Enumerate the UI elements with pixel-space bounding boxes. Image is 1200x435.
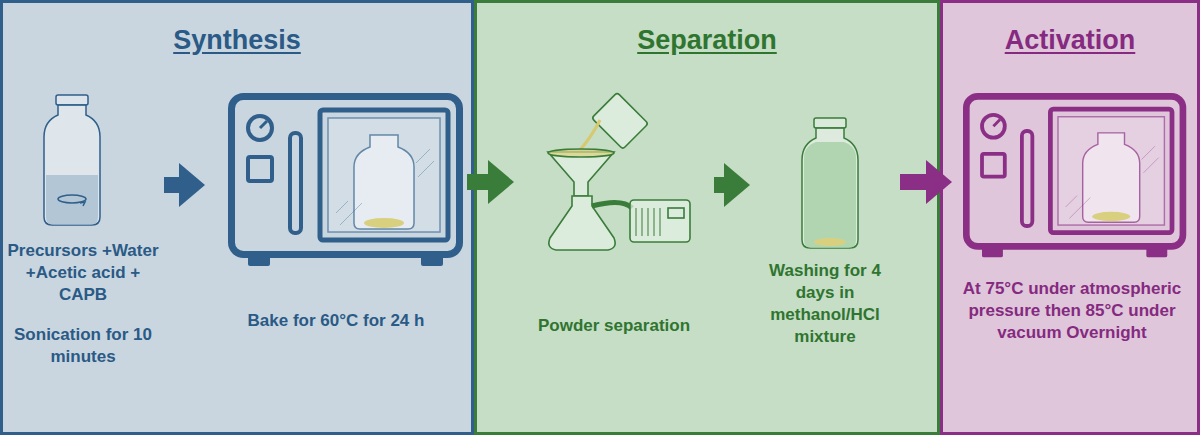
- step-caption: Precursors +Water +Acetic acid + CAPB: [2, 240, 164, 306]
- step-caption: Powder separation: [514, 315, 714, 337]
- flow-arrow: [714, 163, 750, 207]
- flow-arrow: [467, 160, 514, 204]
- step-caption: At 75°C under atmospheric pressure then …: [952, 278, 1192, 344]
- step-group: Washing for 4 days in methanol/HCl mixtu…: [750, 110, 900, 380]
- panel-heading: Synthesis: [173, 24, 301, 56]
- stage-panel: SynthesisPrecursors +Water +Acetic acid …: [0, 0, 474, 435]
- step-group: Bake for 60°C for 24 h: [205, 80, 467, 380]
- stage-panel: Activation At 75°C under atmospheric pres…: [940, 0, 1200, 435]
- flow-arrow: [164, 163, 205, 207]
- step-group: Precursors +Water +Acetic acid + CAPB Son…: [2, 80, 164, 380]
- step-group: At 75°C under atmospheric pressure then …: [952, 80, 1192, 410]
- step-caption: Sonication for 10 minutes: [2, 324, 164, 368]
- step-group: Powder separation: [514, 90, 714, 380]
- step-caption: Washing for 4 days in methanol/HCl mixtu…: [750, 260, 900, 348]
- panel-heading: Separation: [637, 24, 777, 56]
- panel-heading: Activation: [1005, 24, 1136, 56]
- stage-panel: SeparationPowder separation Washing for 4…: [474, 0, 940, 435]
- flow-arrow: [900, 160, 952, 204]
- step-caption: Bake for 60°C for 24 h: [205, 310, 467, 332]
